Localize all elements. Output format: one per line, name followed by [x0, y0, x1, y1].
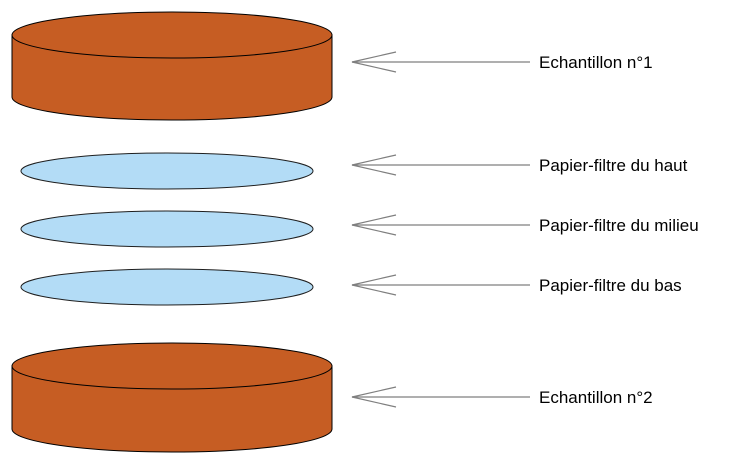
filter-paper-top	[20, 152, 314, 190]
arrow-filter-top	[351, 154, 530, 176]
arrow-filter-bottom	[351, 274, 530, 296]
arrow-sample-2	[351, 386, 530, 408]
label-filter-bottom: Papier-filtre du bas	[539, 276, 682, 295]
filter-paper-bottom	[20, 268, 314, 306]
label-sample-1: Echantillon n°1	[539, 53, 653, 72]
arrow-sample-1	[351, 51, 530, 73]
label-sample-2: Echantillon n°2	[539, 388, 653, 407]
sample-2-top	[11, 342, 333, 390]
label-filter-top: Papier-filtre du haut	[539, 156, 688, 175]
label-filter-middle: Papier-filtre du milieu	[539, 216, 699, 235]
filter-paper-middle	[20, 210, 314, 248]
sample-2-side	[11, 365, 333, 453]
sample-1-cylinder	[11, 11, 333, 121]
sample-1-side	[11, 34, 333, 121]
sample-1-top	[11, 11, 333, 59]
arrow-filter-middle	[351, 214, 530, 236]
sample-2-cylinder	[11, 342, 333, 453]
